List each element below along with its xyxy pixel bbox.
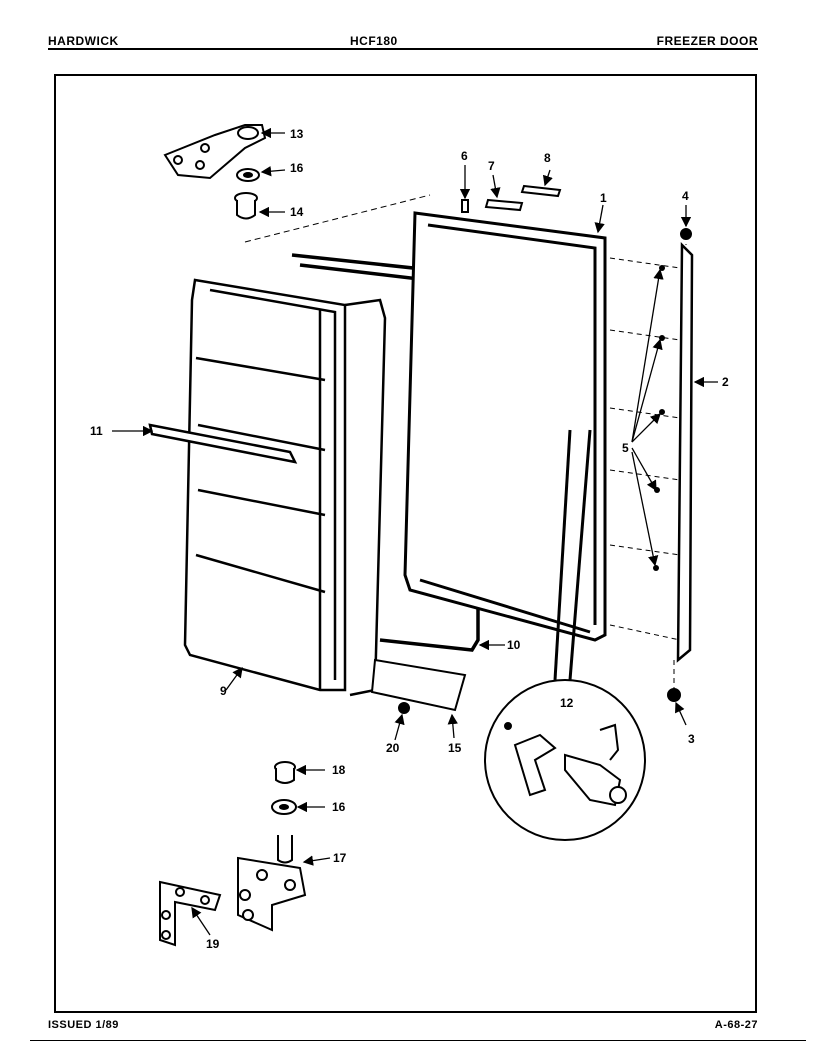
top-washer-part xyxy=(236,168,260,182)
callout-19: 19 xyxy=(206,937,220,951)
side-trim-part xyxy=(676,242,694,663)
callout-16-bottom: 16 xyxy=(332,800,346,814)
callout-10: 10 xyxy=(507,638,521,652)
footer-issue-date: ISSUED 1/89 xyxy=(48,1019,119,1031)
outer-door-part xyxy=(403,211,607,642)
callout-9: 9 xyxy=(220,684,227,698)
bottom-washer-part xyxy=(271,799,297,815)
callout-2: 2 xyxy=(722,375,729,389)
callout-3: 3 xyxy=(688,732,695,746)
trim-screws-part xyxy=(653,265,665,571)
callout-5: 5 xyxy=(622,441,629,455)
header-model: HCF180 xyxy=(350,34,398,48)
latch-detail-circle xyxy=(484,679,646,841)
callout-13: 13 xyxy=(290,127,304,141)
bottom-pin-part xyxy=(274,761,296,784)
hinge-axis-line xyxy=(244,194,431,243)
door-panel-part xyxy=(344,298,387,697)
callout-20: 20 xyxy=(386,741,400,755)
footer-page-code: A-68-27 xyxy=(714,1019,758,1031)
footer-rule xyxy=(30,1040,806,1041)
small-hardware-parts xyxy=(398,184,692,714)
callout-12: 12 xyxy=(560,696,574,710)
top-hinge-part xyxy=(163,124,267,180)
bottom-hinge-part xyxy=(237,835,307,932)
hinge-shim-part xyxy=(159,880,222,947)
callout-18: 18 xyxy=(332,763,346,777)
header-section: FREEZER DOOR xyxy=(656,34,758,48)
callout-15: 15 xyxy=(448,741,462,755)
header-brand: HARDWICK xyxy=(48,34,119,48)
callout-17: 17 xyxy=(333,851,347,865)
header-rule xyxy=(48,48,758,50)
callout-6: 6 xyxy=(461,149,468,163)
callout-4: 4 xyxy=(682,189,689,203)
callout-14: 14 xyxy=(290,205,304,219)
breaker-strip-part xyxy=(370,658,467,712)
screw-guide-lines xyxy=(609,235,687,690)
callout-16-top: 16 xyxy=(290,161,304,175)
callout-11: 11 xyxy=(90,424,103,438)
callout-7: 7 xyxy=(488,159,495,173)
detail-leader-lines xyxy=(553,429,592,681)
top-bushing-part xyxy=(234,192,258,220)
callout-8: 8 xyxy=(544,151,551,165)
callout-leaders xyxy=(112,127,718,936)
callout-1: 1 xyxy=(600,191,607,205)
door-liner-part xyxy=(183,278,347,692)
diagram-frame xyxy=(54,74,757,1013)
